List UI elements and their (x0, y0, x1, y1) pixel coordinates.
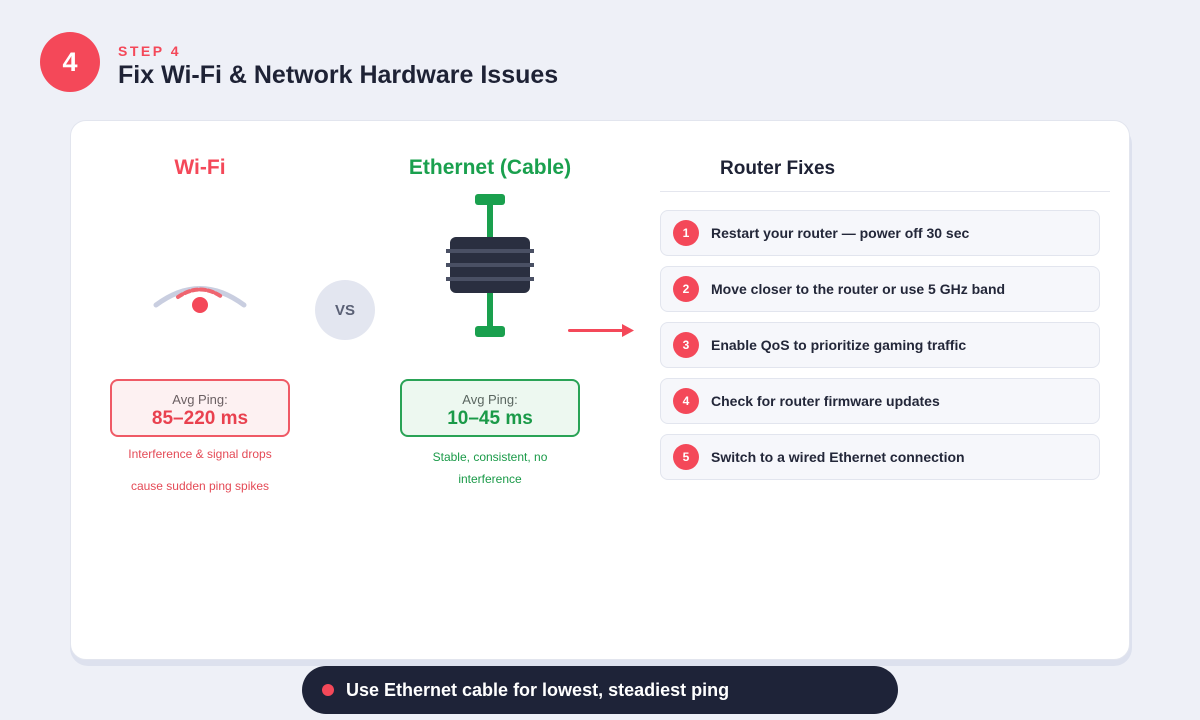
fix-number-badge: 1 (673, 220, 699, 246)
router-fix-item-3: 3 Enable QoS to prioritize gaming traffi… (660, 322, 1100, 368)
fix-text: Switch to a wired Ethernet connection (711, 449, 965, 465)
router-fix-item-2: 2 Move closer to the router or use 5 GHz… (660, 266, 1100, 312)
tip-dot-icon (322, 684, 334, 696)
fix-number-badge: 4 (673, 388, 699, 414)
tip-text: Use Ethernet cable for lowest, steadiest… (346, 679, 730, 700)
wifi-note-line1: Interference & signal drops (128, 447, 272, 461)
fix-text: Enable QoS to prioritize gaming traffic (711, 337, 967, 353)
wifi-ping-label: Avg Ping: (172, 392, 228, 407)
wifi-title: Wi-Fi (174, 156, 226, 179)
fix-text: Move closer to the router or use 5 GHz b… (711, 281, 1006, 297)
fix-number-badge: 3 (673, 332, 699, 358)
step-label: STEP 4 (118, 43, 181, 59)
wifi-ping-box: Avg Ping: 85–220 ms (110, 379, 290, 437)
wifi-dot (192, 297, 208, 313)
ethernet-ping-label: Avg Ping: (462, 392, 518, 407)
tip-banner: Use Ethernet cable for lowest, steadiest… (302, 666, 898, 714)
fix-number-badge: 2 (673, 276, 699, 302)
wifi-mid-arc (176, 287, 224, 299)
router-fixes-title: Router Fixes (720, 158, 836, 179)
fix-text: Check for router firmware updates (711, 393, 940, 409)
wifi-note-line2: cause sudden ping spikes (130, 479, 270, 493)
ethernet-ping-value: 10–45 ms (447, 408, 533, 429)
router-divider (660, 191, 1110, 192)
fix-number-badge: 5 (673, 444, 699, 470)
ethernet-cable-icon (446, 194, 534, 337)
step-number: 4 (62, 46, 78, 77)
step-number-badge: 4 (40, 32, 100, 92)
wifi-ping-value: 85–220 ms (151, 408, 249, 429)
ethernet-note: Stable, consistent, no interference (432, 450, 548, 486)
router-fix-item-4: 4 Check for router firmware updates (660, 378, 1100, 424)
arrow-right-icon (568, 324, 634, 337)
ethernet-title: Ethernet (Cable) (408, 156, 572, 179)
vs-badge: VS (315, 280, 375, 340)
wifi-icon (153, 286, 247, 313)
ethernet-ping-box: Avg Ping: 10–45 ms (400, 379, 580, 437)
page-title: Fix Wi-Fi & Network Hardware Issues (118, 61, 559, 89)
router-fix-item-1: 1 Restart your router — power off 30 sec (660, 210, 1100, 256)
router-fix-item-5: 5 Switch to a wired Ethernet connection (660, 434, 1100, 480)
fix-text: Restart your router — power off 30 sec (711, 225, 970, 241)
vs-label: VS (334, 301, 355, 319)
